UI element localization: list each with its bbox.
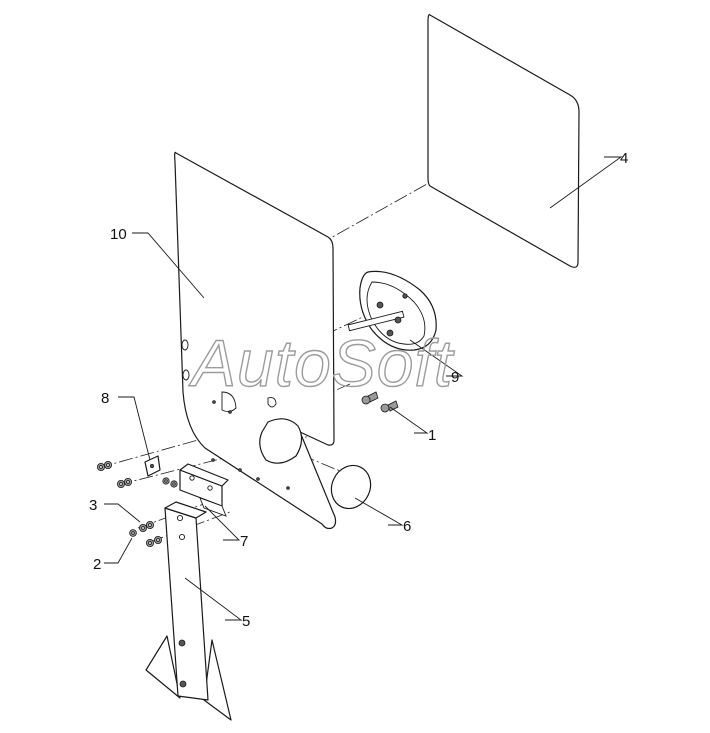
part-6-round-mirror <box>330 464 372 510</box>
callout-4: 4 <box>620 150 628 167</box>
callout-6: 6 <box>403 518 411 535</box>
callout-1: 1 <box>428 427 436 444</box>
callout-8: 8 <box>101 390 109 407</box>
part-1-screws <box>361 391 399 413</box>
leader-lines <box>104 156 623 621</box>
callout-labels: 4 10 8 1 9 6 7 5 3 2 <box>89 150 628 630</box>
part-4-rear-glass <box>427 14 580 268</box>
part-5-bracket-arm <box>145 501 232 721</box>
callout-3: 3 <box>89 497 97 514</box>
watermark-text: AutoSoft <box>188 326 455 400</box>
panel-disc <box>259 418 303 464</box>
callout-2: 2 <box>93 556 101 573</box>
callout-9: 9 <box>451 369 459 386</box>
parts-2-3-nuts-washers <box>97 460 178 548</box>
part-7-plate-bracket <box>179 463 229 517</box>
callout-10: 10 <box>110 226 127 243</box>
callout-7: 7 <box>240 533 248 550</box>
part-8-small-bracket <box>144 455 161 477</box>
callout-5: 5 <box>242 613 250 630</box>
part-9-mirror-housing <box>347 270 437 351</box>
